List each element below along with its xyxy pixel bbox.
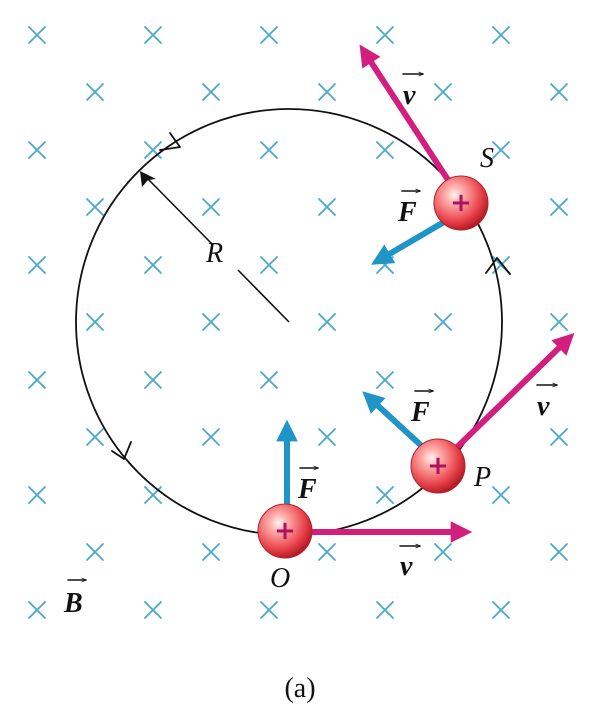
velocity-label-s-group: v xyxy=(402,74,424,111)
radius-label: R xyxy=(205,238,223,269)
field-cross-icon xyxy=(550,428,568,446)
force-label-o-group: F xyxy=(297,468,319,505)
field-cross-icon xyxy=(86,198,104,216)
charge-p: + xyxy=(410,438,466,494)
field-cross-icon xyxy=(28,256,46,274)
force-label-p-group: F xyxy=(410,391,434,428)
charge-s-group: + xyxy=(359,44,489,265)
field-label-group: B xyxy=(63,580,87,619)
field-cross-icon xyxy=(550,543,568,561)
field-cross-icon xyxy=(550,83,568,101)
force-label-s-group: F xyxy=(397,191,421,228)
field-cross-icon xyxy=(28,371,46,389)
field-cross-icon xyxy=(318,543,336,561)
field-cross-icon xyxy=(492,486,510,504)
field-cross-icon xyxy=(86,428,104,446)
force-arrow-s xyxy=(371,219,446,265)
velocity-label-s: v xyxy=(403,80,416,111)
field-cross-icon xyxy=(376,256,394,274)
force-arrow-p xyxy=(362,391,429,453)
field-cross-icon xyxy=(144,26,162,44)
field-cross-icon xyxy=(86,313,104,331)
field-cross-icon xyxy=(550,313,568,331)
field-cross-icon xyxy=(434,83,452,101)
charge-s: + xyxy=(433,175,489,231)
field-cross-icon xyxy=(144,256,162,274)
field-cross-icon xyxy=(202,198,220,216)
field-cross-icon xyxy=(376,26,394,44)
field-cross-icon xyxy=(202,313,220,331)
orbit-arrow-lower-left xyxy=(111,441,132,460)
field-cross-icon xyxy=(144,371,162,389)
velocity-label-p-group: v xyxy=(536,385,558,422)
field-cross-icon xyxy=(492,26,510,44)
magnetic-field-into-page xyxy=(28,26,568,619)
velocity-label-o-group: v xyxy=(399,546,421,582)
field-cross-icon xyxy=(376,601,394,619)
velocity-arrow-p xyxy=(449,332,575,455)
field-cross-icon xyxy=(260,601,278,619)
field-cross-icon xyxy=(376,371,394,389)
force-label-s: F xyxy=(397,197,417,228)
field-cross-icon xyxy=(260,141,278,159)
field-cross-icon xyxy=(492,141,510,159)
point-p-label: P xyxy=(473,462,491,493)
field-cross-icon xyxy=(376,141,394,159)
point-s-label: S xyxy=(480,143,494,174)
field-cross-icon xyxy=(144,601,162,619)
velocity-arrow-s xyxy=(359,44,455,188)
field-cross-icon xyxy=(260,26,278,44)
orbit-arrow-right xyxy=(485,257,511,275)
field-cross-icon xyxy=(260,371,278,389)
field-cross-icon xyxy=(376,486,394,504)
velocity-label-p: v xyxy=(537,391,550,422)
charge-o-sign: + xyxy=(274,516,296,546)
field-cross-icon xyxy=(86,543,104,561)
field-cross-icon xyxy=(202,428,220,446)
field-cross-icon xyxy=(492,601,510,619)
field-cross-icon xyxy=(318,313,336,331)
field-cross-icon xyxy=(434,543,452,561)
point-o-label: O xyxy=(270,563,290,594)
charge-p-sign: + xyxy=(427,451,449,481)
charge-s-sign: + xyxy=(450,188,472,218)
field-cross-icon xyxy=(28,141,46,159)
field-cross-icon xyxy=(550,198,568,216)
field-label: B xyxy=(63,588,83,619)
force-label-p: F xyxy=(410,397,430,428)
field-cross-icon xyxy=(318,83,336,101)
field-cross-icon xyxy=(260,256,278,274)
orbit-arrow-upper-left xyxy=(159,132,181,151)
field-cross-icon xyxy=(202,543,220,561)
field-cross-icon xyxy=(202,83,220,101)
velocity-label-o: v xyxy=(400,551,413,582)
force-label-o: F xyxy=(297,474,317,505)
field-cross-icon xyxy=(318,198,336,216)
figure-caption: (a) xyxy=(284,673,315,704)
field-cross-icon xyxy=(144,141,162,159)
charge-o-group: + xyxy=(257,419,473,559)
charge-p-group: + xyxy=(362,332,575,494)
orbit-direction-arrows xyxy=(111,132,511,460)
field-cross-icon xyxy=(318,428,336,446)
field-cross-icon xyxy=(28,601,46,619)
charge-o: + xyxy=(257,503,313,559)
radius-line xyxy=(140,171,290,323)
field-cross-icon xyxy=(86,83,104,101)
field-cross-icon xyxy=(434,313,452,331)
field-cross-icon xyxy=(28,26,46,44)
field-cross-icon xyxy=(28,486,46,504)
